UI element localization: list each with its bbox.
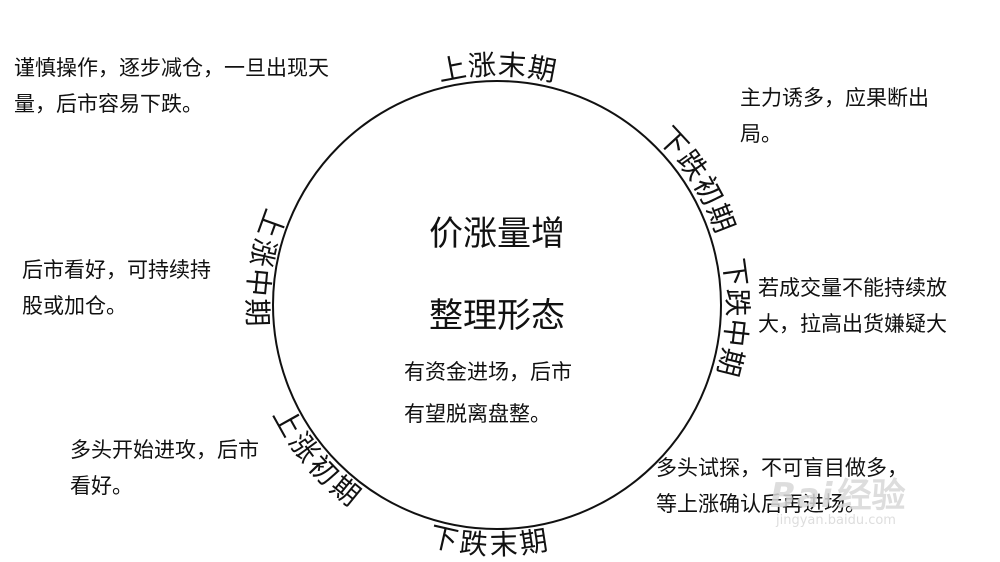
stage-label-char: 下 xyxy=(717,256,753,288)
note-top-right-line-1: 主力诱多，应果断出 xyxy=(740,86,929,110)
stage-label-char: 期 xyxy=(525,50,559,88)
stage-label-char: 涨 xyxy=(244,235,282,270)
stage-label-char: 下 xyxy=(426,520,461,558)
cycle-circle xyxy=(272,80,722,530)
stage-label-char: 跌 xyxy=(720,288,753,316)
note-mid-right-line-1: 若成交量不能持续放 xyxy=(758,276,947,300)
stage-label-char: 期 xyxy=(240,298,274,327)
note-top-left-line-2: 量，后市容易下跌。 xyxy=(14,92,203,116)
stage-label-4: 下跌末期 xyxy=(426,520,550,562)
stage-label-char: 中 xyxy=(240,267,275,298)
center-title-2: 整理形态 xyxy=(429,296,565,336)
stage-label-char: 期 xyxy=(711,345,750,380)
note-bottom-right: 多头试探，不可盲目做多， 等上涨确认后再进场。 xyxy=(656,450,908,522)
stage-label-char: 跌 xyxy=(458,526,489,562)
center-desc-1: 有资金进场，后市 xyxy=(404,360,572,384)
note-mid-right: 若成交量不能持续放 大，拉高出货嫌疑大 xyxy=(758,270,947,342)
center-title-1: 价涨量增 xyxy=(429,214,565,254)
note-bottom-right-line-2: 等上涨确认后再进场。 xyxy=(656,492,866,516)
stage-label-char: 末 xyxy=(489,528,518,562)
stage-label-char: 末 xyxy=(497,48,527,83)
stage-label-1: 上涨末期 xyxy=(435,48,559,88)
note-bottom-left-line-2: 看好。 xyxy=(70,474,133,498)
stage-label-char: 期 xyxy=(517,524,550,561)
center-desc-2: 有望脱离盘整。 xyxy=(404,402,551,426)
stage-label-char: 涨 xyxy=(467,48,497,83)
note-mid-left-line-2: 股或加仓。 xyxy=(22,294,127,318)
note-bottom-left: 多头开始进攻，后市 看好。 xyxy=(70,432,259,504)
stage-label-char: 上 xyxy=(435,50,469,88)
note-bottom-right-line-1: 多头试探，不可盲目做多， xyxy=(656,456,908,480)
note-top-left: 谨慎操作，逐步减仓，一旦出现天 量，后市容易下跌。 xyxy=(14,50,329,122)
stage-label-char: 中 xyxy=(717,317,753,349)
note-mid-right-line-2: 大，拉高出货嫌疑大 xyxy=(758,312,947,336)
note-top-right: 主力诱多，应果断出 局。 xyxy=(740,80,929,152)
note-top-right-line-2: 局。 xyxy=(740,122,782,146)
note-mid-left-line-1: 后市看好，可持续持 xyxy=(22,258,211,282)
note-bottom-left-line-1: 多头开始进攻，后市 xyxy=(70,438,259,462)
note-top-left-line-1: 谨慎操作，逐步减仓，一旦出现天 xyxy=(14,56,329,80)
stage-labels: 上涨末期下跌初期下跌中期下跌末期上涨初期上涨中期 xyxy=(240,48,753,562)
note-mid-left: 后市看好，可持续持 股或加仓。 xyxy=(22,252,211,324)
